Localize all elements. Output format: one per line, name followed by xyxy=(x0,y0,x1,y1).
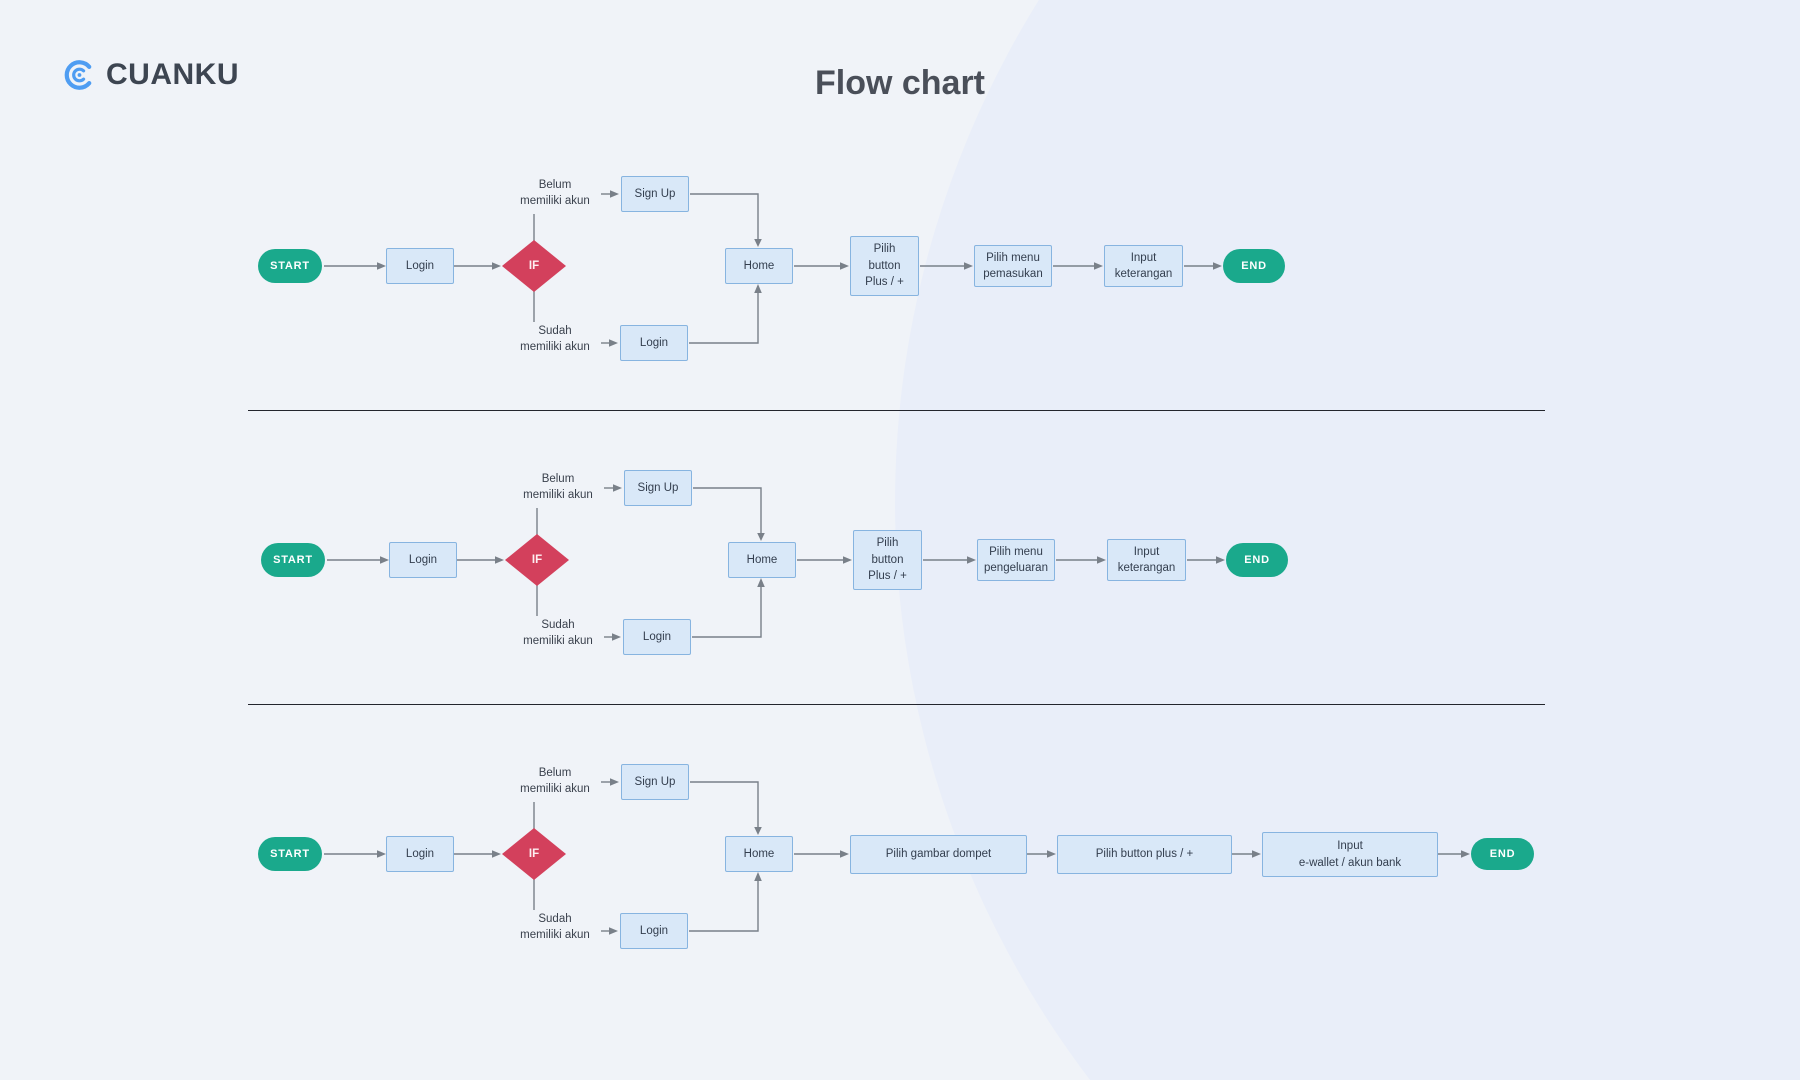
home-node: Home xyxy=(728,542,796,578)
row-divider-2 xyxy=(248,704,1545,705)
pilih-menu-pengeluaran-node: Pilih menu pengeluaran xyxy=(977,539,1055,581)
condition-belum-label: Belum memiliki akun xyxy=(523,473,593,501)
page-title: Flow chart xyxy=(814,64,986,102)
pilih-button-plus-node: Pilih button plus / + xyxy=(1057,835,1232,874)
login-node: Login xyxy=(389,542,457,578)
home-node: Home xyxy=(725,248,793,284)
signup-node: Sign Up xyxy=(621,764,689,800)
login-branch-node: Login xyxy=(623,619,691,655)
flow-row-3: START Login IF Belum memiliki akun Sign … xyxy=(0,728,1800,978)
end-node: END xyxy=(1223,249,1285,283)
input-keterangan-node: Input keterangan xyxy=(1104,245,1183,287)
end-node: END xyxy=(1471,838,1534,870)
row-divider-1 xyxy=(248,410,1545,411)
login-branch-node: Login xyxy=(620,325,688,361)
input-keterangan-node: Input keterangan xyxy=(1107,539,1186,581)
condition-sudah-label: Sudah memiliki akun xyxy=(520,913,590,941)
pilih-menu-pemasukan-node: Pilih menu pemasukan xyxy=(974,245,1052,287)
condition-belum-label: Belum memiliki akun xyxy=(520,767,590,795)
cuanku-logo-icon xyxy=(64,60,92,90)
signup-node: Sign Up xyxy=(621,176,689,212)
pilih-button-plus-node: Pilih button Plus / + xyxy=(850,236,919,296)
login-node: Login xyxy=(386,836,454,872)
input-ewallet-node: Input e-wallet / akun bank xyxy=(1262,832,1438,877)
condition-belum-label: Belum memiliki akun xyxy=(520,179,590,207)
end-node: END xyxy=(1226,543,1288,577)
row1-connectors xyxy=(324,190,1222,347)
home-node: Home xyxy=(725,836,793,872)
brand-logo: CUANKU xyxy=(62,57,239,93)
start-node: START xyxy=(261,543,325,577)
row3-connectors xyxy=(324,778,1470,935)
flow-row-1: START Login IF Belum memiliki akun Sign … xyxy=(0,140,1800,390)
brand-name: CUANKU xyxy=(106,58,239,91)
flow-row-2: START Login IF Belum memiliki akun Sign … xyxy=(3,434,1800,684)
condition-sudah-label: Sudah memiliki akun xyxy=(523,619,593,647)
row2-connectors xyxy=(327,484,1225,641)
login-branch-node: Login xyxy=(620,913,688,949)
pilih-gambar-dompet-node: Pilih gambar dompet xyxy=(850,835,1027,874)
pilih-button-plus-node: Pilih button Plus / + xyxy=(853,530,922,590)
condition-sudah-label: Sudah memiliki akun xyxy=(520,325,590,353)
signup-node: Sign Up xyxy=(624,470,692,506)
start-node: START xyxy=(258,837,322,871)
start-node: START xyxy=(258,249,322,283)
login-node: Login xyxy=(386,248,454,284)
